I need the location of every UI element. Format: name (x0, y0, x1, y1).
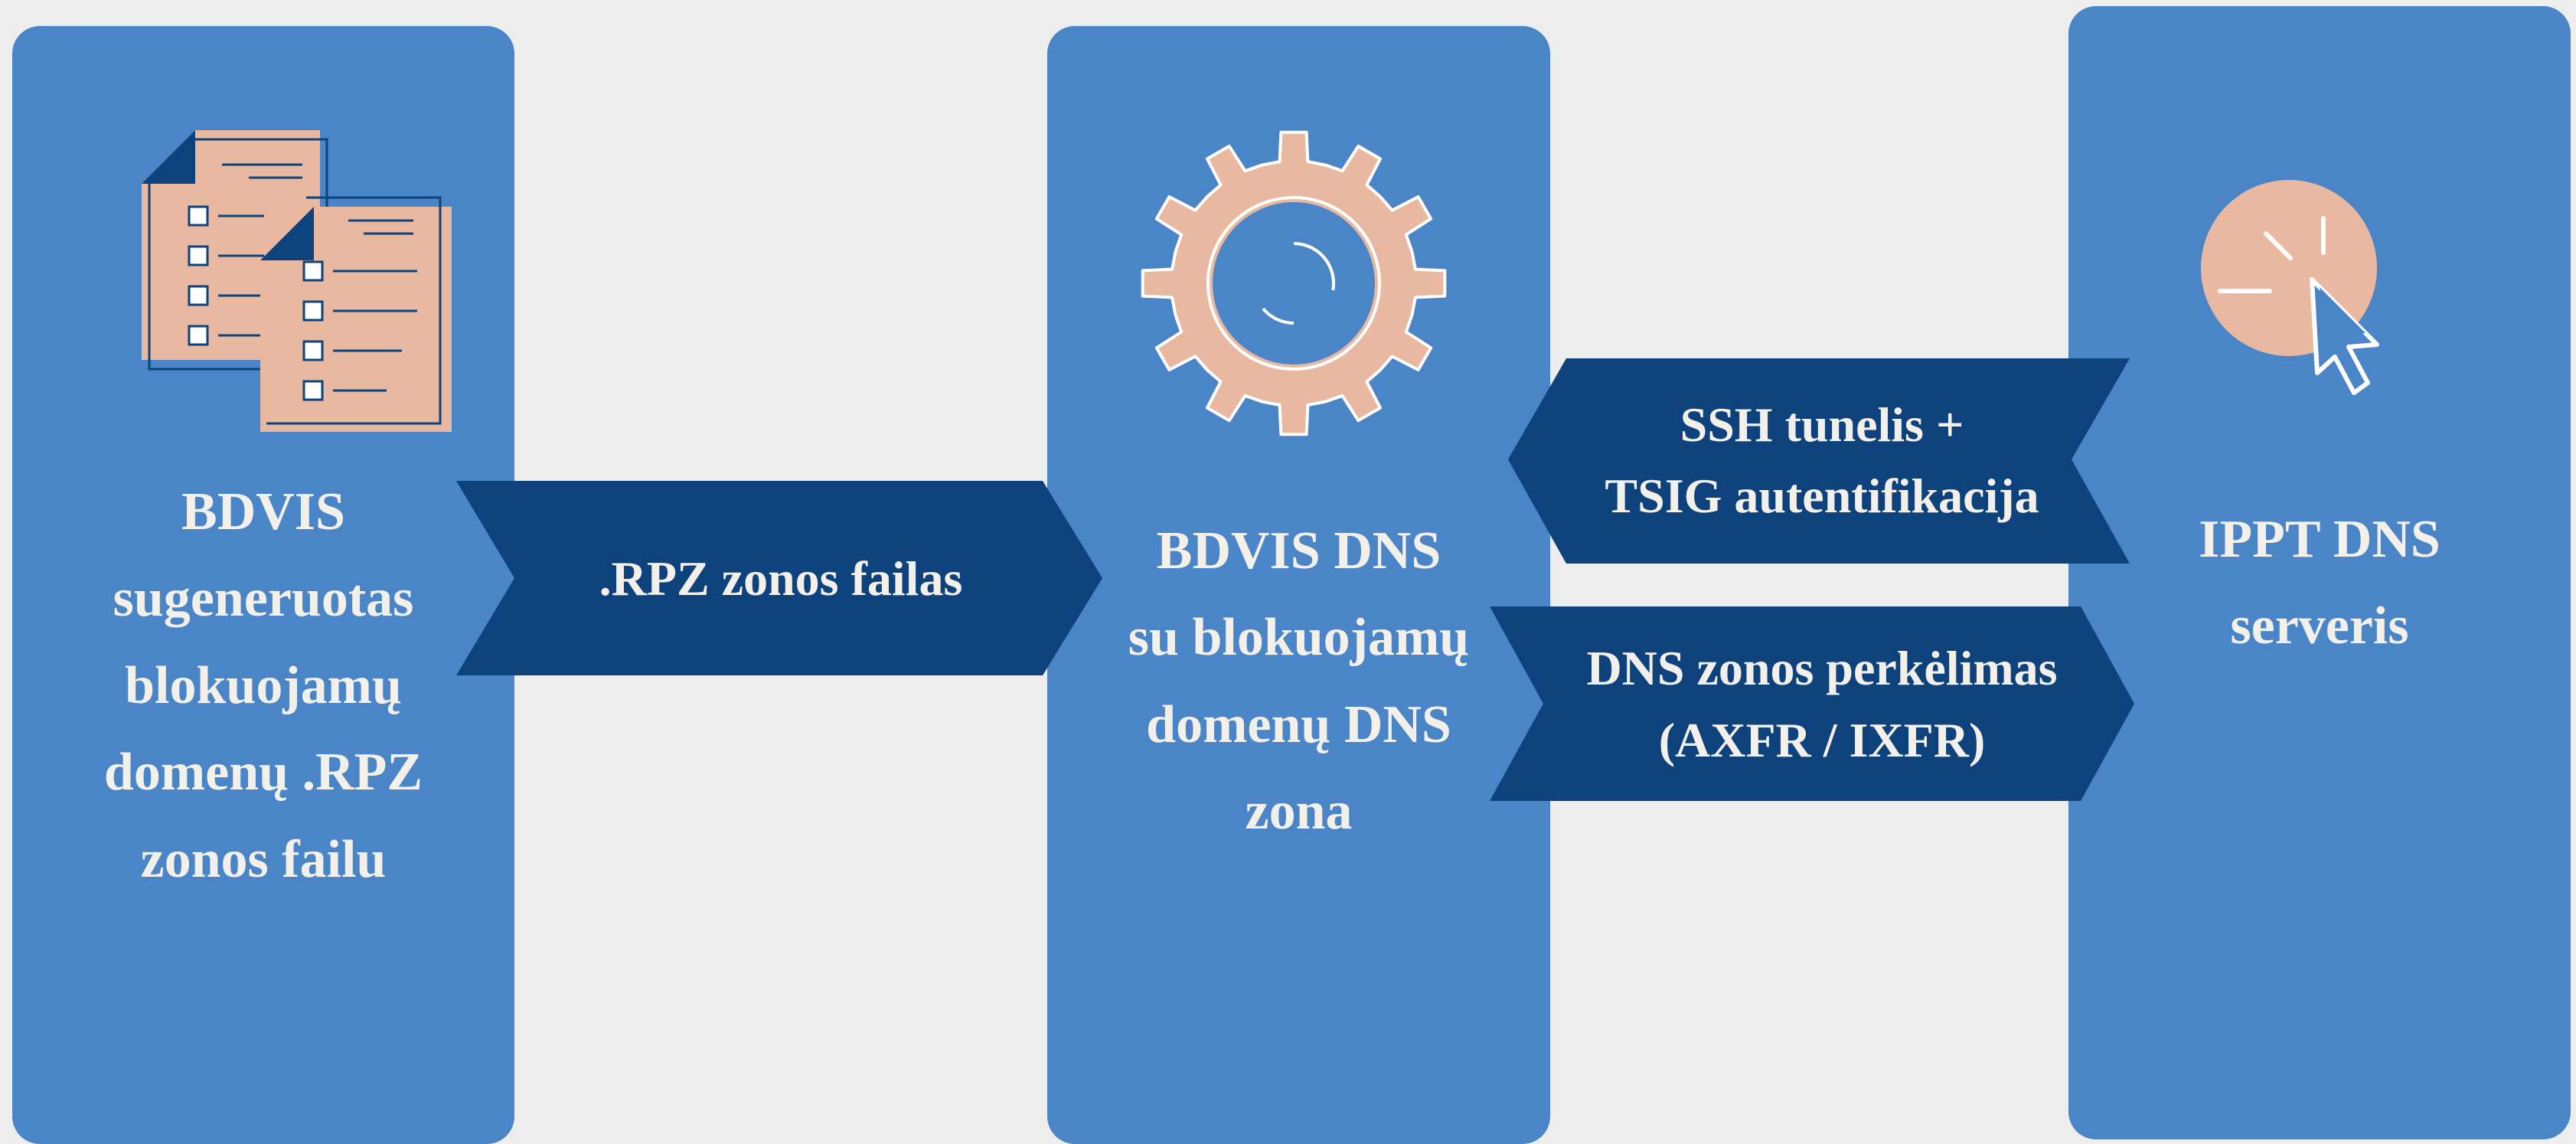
source-node-label: BDVIS sugeneruotas blokuojamų domenų .RP… (103, 482, 423, 889)
edge-arrows (456, 358, 2134, 801)
edge-arrow-ssh-tunnel (1508, 358, 2130, 564)
dns-server-node-label: BDVIS DNS su blokuojamų domenų DNS zona (1128, 521, 1470, 842)
edge-label-zone-transfer: DNS zonos perkėlimas (AXFR / IXFR) (1586, 641, 2058, 767)
edge-arrow-zone-transfer (1490, 606, 2134, 801)
target-node-label: IPPT DNS serveris (2199, 510, 2441, 656)
edge-label-rpz-file: .RPZ zonos failas (599, 551, 963, 606)
gear-icon (1141, 130, 1447, 436)
edge-label-ssh-tunnel: SSH tunelis + TSIG autentifikacija (1605, 397, 2039, 523)
documents-checklist-icon (142, 130, 452, 432)
edge-arrow-rpz-file (456, 481, 1102, 675)
cursor-click-icon (2201, 180, 2379, 395)
